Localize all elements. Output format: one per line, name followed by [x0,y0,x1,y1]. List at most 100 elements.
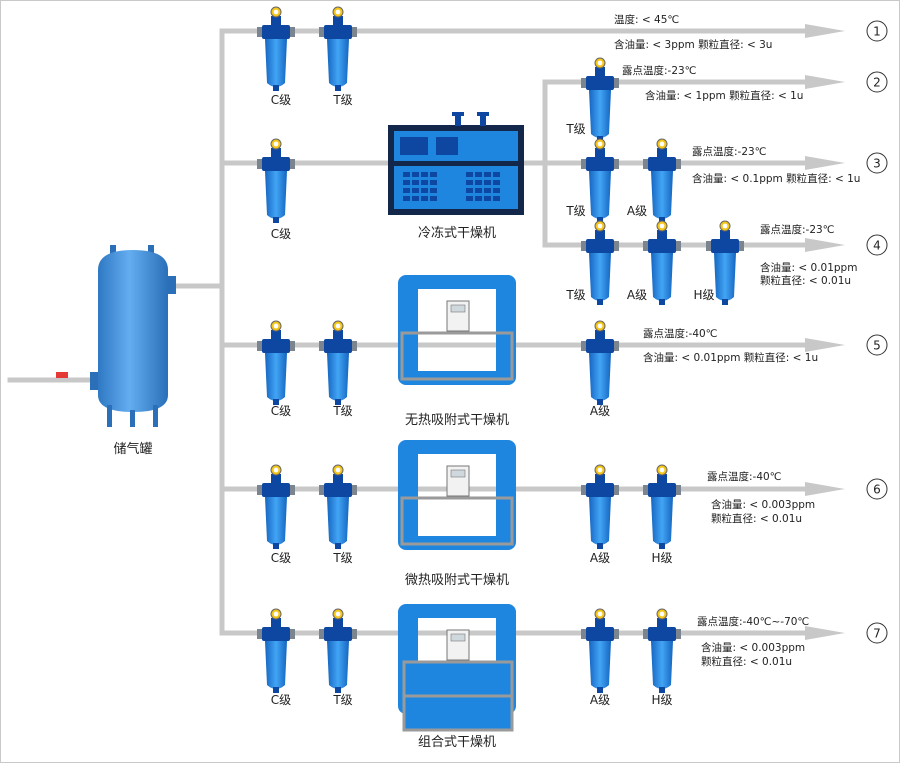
vent-slot [466,196,473,201]
tank-leg [153,405,158,427]
combined-lower-unit [402,660,514,698]
dryer-display [436,137,458,155]
vent-slot [412,188,419,193]
tank-outlet-flange [168,276,176,294]
outlet-number-3: 3 [873,157,881,171]
control-box-screen [450,633,466,642]
tank-leg [130,410,135,427]
outlet7-spec-line2: 含油量: < 0.003ppm [701,641,805,654]
micro-heat-adsorption-dryer [398,440,516,550]
outlet4-spec-line3: 颗粒直径: < 0.01u [760,274,851,287]
grade-label-c-row2: C级 [271,227,291,241]
grade-label-c-row5: C级 [271,404,291,418]
vent-slot [421,180,428,185]
outlet-number-1: 1 [873,25,881,39]
grade-label-t-out4: T级 [565,288,585,302]
vent-slot [430,172,437,177]
grade-label-a-row5: A级 [590,404,610,418]
vent-slot [493,180,500,185]
outlet-number-4: 4 [873,239,881,253]
grade-label-a-out4: A级 [627,288,647,302]
grade-label-a-row7: A级 [590,693,610,707]
valve-handle-icon [56,372,68,378]
outlet-badge-5: 5 [866,334,888,356]
outlet3-spec-line1: 露点温度:-23℃ [692,145,766,158]
grade-label-a-row6: A级 [590,551,610,565]
vent-slot [484,196,491,201]
vent-slot [493,172,500,177]
adsorber-top-manifold [410,275,504,289]
vent-slot [412,196,419,201]
grade-label-t-out2: T级 [565,122,585,136]
grade-label-t-row6: T级 [332,551,352,565]
grade-label-c-row1: C级 [271,93,291,107]
dryer-pipe-stub [455,114,461,126]
grade-label-h-row6: H级 [651,551,672,565]
vent-slot [466,172,473,177]
grade-label-t-out3: T级 [565,204,585,218]
control-box-screen [450,469,466,478]
outlet-badge-3: 3 [866,152,888,174]
vent-slot [421,172,428,177]
tank-label: 储气罐 [113,441,152,457]
vent-slot [430,196,437,201]
dryer-pipe-stub [480,114,486,126]
adsorber-frame [400,331,514,381]
outlet-badge-4: 4 [866,234,888,256]
equipment-layer [56,6,745,732]
combined-dryer [398,604,516,732]
heatless-adsorption-dryer [398,275,516,385]
dryer-display [400,137,428,155]
outlet-badge-6: 6 [866,478,888,500]
outlet-number-5: 5 [873,339,881,353]
adsorber-top-manifold [410,440,504,454]
tank-inlet-flange [90,372,98,390]
outlet5-spec-line1: 露点温度:-40℃ [643,327,717,340]
outlet-arrow-3 [805,156,845,170]
vent-slot [421,196,428,201]
outlet7-spec-line1: 露点温度:-40℃~-70℃ [697,615,809,628]
outlet-badge-1: 1 [866,20,888,42]
adsorber-frame [400,496,514,546]
tank-leg [107,405,112,427]
dryer-pipe-cap [452,112,464,116]
outlet1-spec-line2: 含油量: < 3ppm 颗粒直径: < 3u [614,38,772,51]
outlet-badge-2: 2 [866,71,888,93]
outlet3-spec-line2: 含油量: < 0.1ppm 颗粒直径: < 1u [692,172,860,185]
refrigerated-dryer-label: 冷冻式干燥机 [418,225,496,241]
grade-label-c-row7: C级 [271,693,291,707]
outlet-number-6: 6 [873,483,881,497]
heatless-dryer-label: 无热吸附式干燥机 [405,413,509,428]
outlet1-spec-line1: 温度: < 45℃ [614,13,679,26]
vent-slot [493,188,500,193]
vent-slot [421,188,428,193]
vent-slot [430,188,437,193]
air-tank [56,245,176,427]
outlet6-spec-line1: 露点温度:-40℃ [707,470,781,483]
vent-slot [475,188,482,193]
tank-nozzle [110,245,116,259]
vent-slot [484,188,491,193]
outlet6-spec-line3: 颗粒直径: < 0.01u [711,512,802,525]
vent-slot [475,196,482,201]
outlet2-spec-line1: 露点温度:-23℃ [622,64,696,77]
vent-slot [475,172,482,177]
vent-slot [466,180,473,185]
grade-label-c-row6: C级 [271,551,291,565]
vent-slot [430,180,437,185]
outlet-badge-7: 7 [866,622,888,644]
vent-slot [484,180,491,185]
outlet-arrow-1 [805,24,845,38]
outlet-arrow-7 [805,626,845,640]
outlet7-spec-line3: 颗粒直径: < 0.01u [701,655,792,668]
vent-slot [466,188,473,193]
micro-heat-dryer-label: 微热吸附式干燥机 [405,573,509,588]
vent-slot [475,180,482,185]
outlet-arrow-4 [805,238,845,252]
grade-label-t-row5: T级 [332,404,352,418]
grade-label-a-out3: A级 [627,204,647,218]
grade-label-h-out4: H级 [693,288,714,302]
vent-slot [403,180,410,185]
outlet-arrow-5 [805,338,845,352]
